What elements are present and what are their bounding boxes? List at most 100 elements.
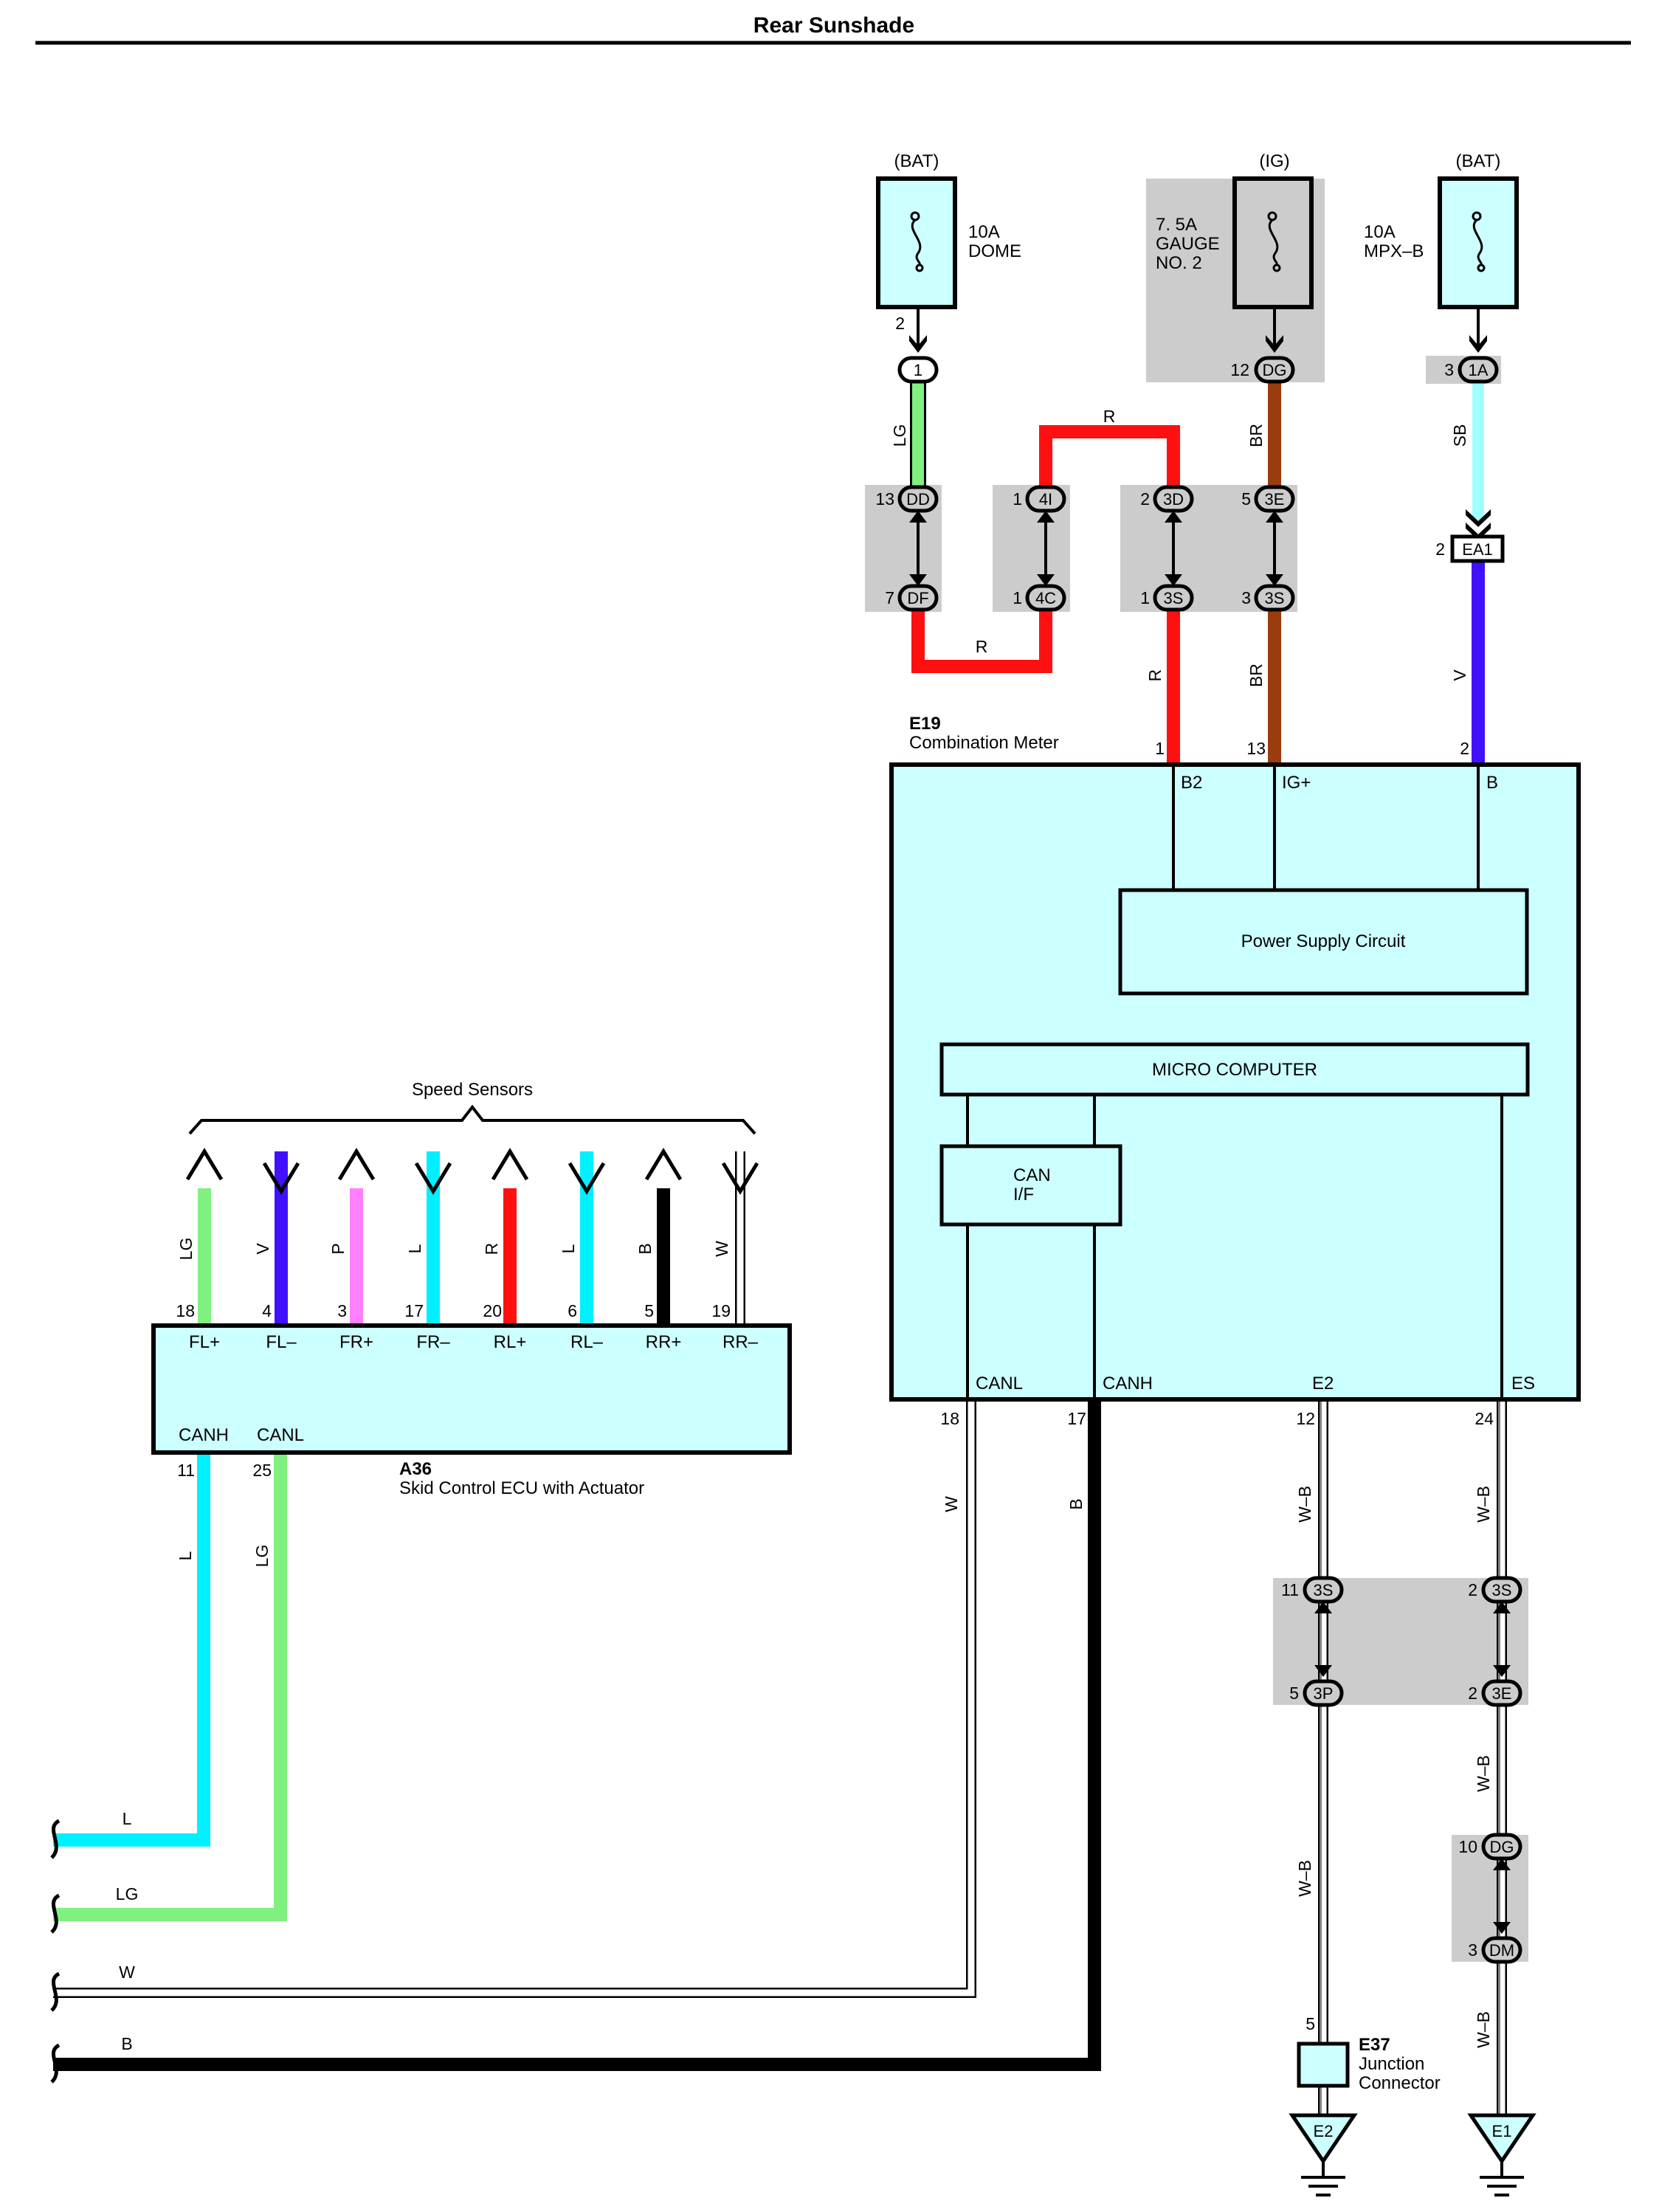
svg-text:24: 24 [1475, 1409, 1494, 1428]
svg-text:E19: E19 [909, 714, 941, 734]
page-title: Rear Sunshade [753, 13, 914, 38]
svg-text:2: 2 [1435, 540, 1445, 559]
svg-text:FR+: FR+ [339, 1332, 373, 1352]
svg-text:SB: SB [1450, 424, 1469, 447]
svg-text:E37: E37 [1359, 2035, 1390, 2055]
svg-text:B: B [635, 1243, 655, 1254]
svg-text:10: 10 [1458, 1837, 1477, 1856]
top-wire-labels: LG R R BR SB R BR V [890, 407, 1469, 687]
svg-text:4: 4 [262, 1301, 272, 1320]
svg-text:W–B: W–B [1295, 1860, 1314, 1897]
junction-connector: 5 E37 Junction Connector [1297, 2014, 1441, 2093]
svg-text:RR+: RR+ [646, 1332, 682, 1352]
svg-text:18: 18 [940, 1409, 959, 1428]
svg-text:GAUGE: GAUGE [1156, 234, 1220, 254]
svg-text:W: W [942, 1496, 961, 1512]
svg-text:E2: E2 [1314, 2122, 1334, 2140]
svg-text:1: 1 [914, 361, 922, 379]
svg-text:(IG): (IG) [1259, 151, 1289, 171]
svg-text:DG: DG [1490, 1838, 1514, 1856]
svg-text:LG: LG [252, 1545, 272, 1568]
svg-text:Connector: Connector [1359, 2073, 1441, 2093]
svg-text:3: 3 [1241, 588, 1251, 607]
svg-text:5: 5 [1241, 489, 1251, 509]
svg-text:CANL: CANL [257, 1425, 304, 1445]
svg-text:RR–: RR– [722, 1332, 759, 1352]
svg-text:I/F: I/F [1013, 1185, 1034, 1205]
svg-text:V: V [1450, 669, 1469, 681]
svg-text:W–B: W–B [1295, 1486, 1314, 1523]
svg-text:BR: BR [1246, 664, 1266, 687]
left-wire-labels: L LG L LG W B [116, 1545, 272, 2053]
svg-text:Speed Sensors: Speed Sensors [412, 1080, 533, 1100]
svg-text:2: 2 [1140, 489, 1150, 509]
svg-text:FL+: FL+ [189, 1332, 220, 1352]
svg-text:3S: 3S [1164, 589, 1184, 607]
meter-bottom-wire-labels: W B W–B W–B W–B W–B W–B [942, 1486, 1493, 2048]
svg-text:EA1: EA1 [1462, 540, 1493, 559]
svg-text:17: 17 [404, 1301, 424, 1320]
wires [53, 382, 1507, 2115]
svg-text:5: 5 [1289, 1684, 1299, 1703]
svg-text:3: 3 [337, 1301, 347, 1320]
svg-text:3P: 3P [1314, 1684, 1334, 1703]
svg-text:L: L [559, 1244, 578, 1253]
svg-text:FL–: FL– [266, 1332, 297, 1352]
svg-text:B: B [121, 2034, 132, 2053]
svg-text:LG: LG [176, 1238, 196, 1261]
svg-text:NO. 2: NO. 2 [1156, 253, 1202, 273]
svg-text:13: 13 [875, 489, 894, 509]
svg-text:7: 7 [885, 588, 894, 607]
svg-text:B: B [1066, 1498, 1086, 1509]
svg-text:P: P [328, 1243, 348, 1254]
svg-text:Power Supply Circuit: Power Supply Circuit [1241, 931, 1406, 951]
svg-text:(BAT): (BAT) [894, 151, 939, 171]
svg-text:5: 5 [644, 1301, 654, 1320]
svg-text:3S: 3S [1265, 589, 1285, 607]
splice-pairs-top: DD DF 13 7 4I 4C 1 1 3D 3S 2 1 3E 3S 5 3 [875, 485, 1505, 612]
skid-control-ecu: FL+ FL– FR+ FR– RL+ RL– RR+ RR– CANH CAN… [151, 1323, 792, 1498]
svg-text:1: 1 [1140, 588, 1150, 607]
svg-text:3D: 3D [1163, 490, 1184, 509]
splice-pairs-bottom: 3S 3P 11 5 3S 3E 2 2 DG DM 10 3 [1281, 1576, 1522, 1964]
svg-text:MICRO COMPUTER: MICRO COMPUTER [1152, 1060, 1317, 1080]
svg-text:W–B: W–B [1474, 1755, 1493, 1792]
svg-text:CANH: CANH [179, 1425, 229, 1445]
svg-text:(BAT): (BAT) [1456, 151, 1501, 171]
svg-text:19: 19 [711, 1301, 731, 1320]
svg-text:2: 2 [1468, 1684, 1477, 1703]
svg-text:IG+: IG+ [1282, 773, 1311, 793]
svg-text:17: 17 [1067, 1409, 1086, 1428]
svg-text:DG: DG [1263, 361, 1287, 379]
svg-text:10A: 10A [968, 222, 1000, 242]
combination-meter: E19 Combination Meter 1 13 2 B2 IG+ B Po… [889, 714, 1581, 1428]
svg-text:MPX–B: MPX–B [1364, 241, 1424, 261]
connector-fuse-out: 1 DG 12 1A 3 [897, 356, 1499, 384]
svg-text:ES: ES [1511, 1374, 1535, 1393]
fuse-mpx-b: (BAT) 10A MPX–B [1364, 151, 1519, 309]
svg-text:4I: 4I [1039, 490, 1052, 509]
svg-text:DF: DF [907, 589, 928, 607]
fuse-chevrons [909, 335, 1487, 353]
svg-text:L: L [123, 1809, 132, 1828]
svg-text:CANH: CANH [1103, 1374, 1153, 1393]
fuse-dome: (BAT) 10A DOME [876, 151, 1021, 309]
svg-text:R: R [976, 637, 988, 656]
svg-text:10A: 10A [1364, 222, 1396, 242]
svg-text:11: 11 [177, 1461, 195, 1480]
svg-text:FR–: FR– [416, 1332, 450, 1352]
svg-text:4C: 4C [1035, 589, 1056, 607]
svg-text:1: 1 [1013, 588, 1022, 607]
svg-text:L: L [176, 1551, 195, 1560]
svg-text:12: 12 [1296, 1409, 1315, 1428]
svg-text:Skid Control ECU with Actuator: Skid Control ECU with Actuator [399, 1478, 644, 1498]
svg-text:RL+: RL+ [494, 1332, 527, 1352]
fuse-leads [917, 307, 1480, 347]
svg-text:W–B: W–B [1474, 1486, 1493, 1523]
svg-text:RL–: RL– [570, 1332, 604, 1352]
svg-text:E1: E1 [1492, 2122, 1512, 2140]
svg-text:3E: 3E [1492, 1684, 1512, 1703]
svg-text:2: 2 [1468, 1580, 1477, 1599]
svg-text:2: 2 [895, 314, 905, 333]
